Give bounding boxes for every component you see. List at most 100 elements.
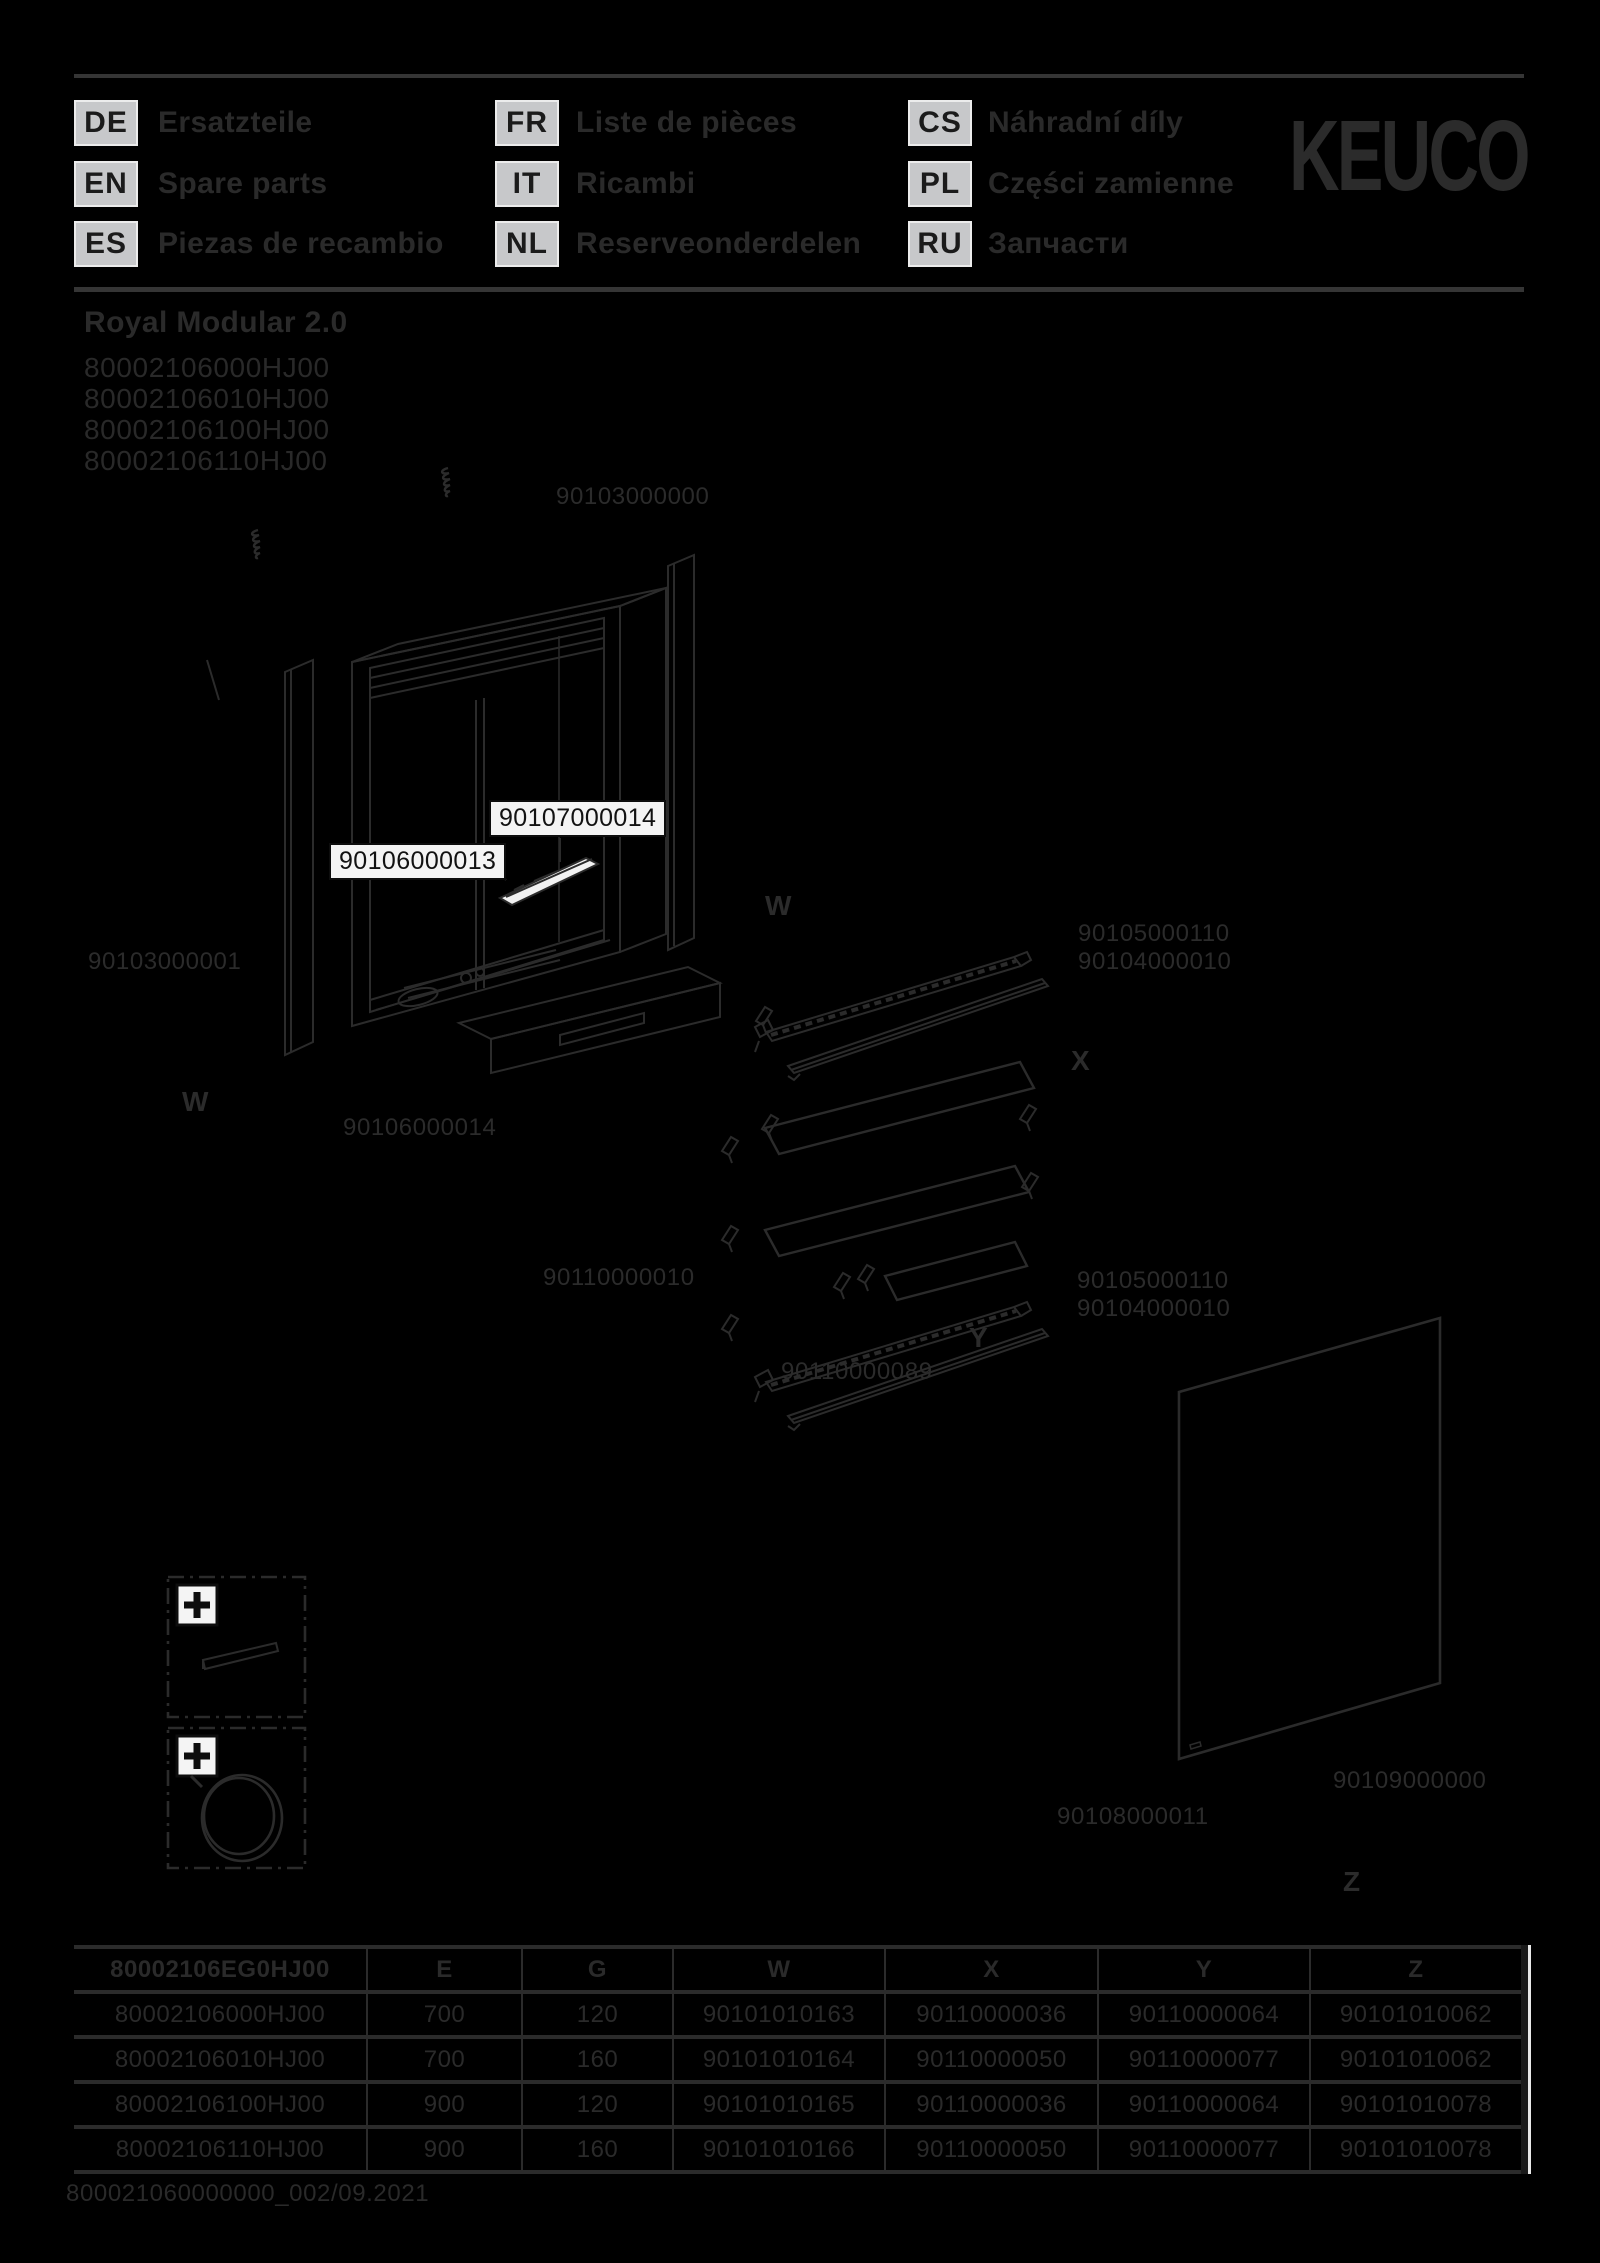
lang-chip-de: DE: [74, 100, 138, 146]
lang-code: EN: [84, 167, 128, 200]
col-header-z: Z: [1309, 1945, 1521, 1994]
shelf-clip-icon: [721, 1225, 739, 1253]
mirror-panel: [1177, 1316, 1442, 1761]
table-cell: 90110000064: [1097, 1990, 1311, 2039]
accessory-box-led-strip: [166, 1575, 307, 1719]
header-top-rule: [74, 74, 1524, 78]
lang-chip-en: EN: [74, 161, 138, 207]
lang-code: NL: [506, 227, 548, 260]
table-cell: 90110000050: [884, 2125, 1099, 2174]
col-header-e: E: [366, 1945, 523, 1994]
part-label: 90104000010: [1078, 948, 1232, 975]
table-header-row: 80002106EG0HJ00 E G W X Y Z: [74, 1945, 1521, 1994]
lang-code: FR: [506, 106, 548, 139]
plus-icon: [175, 1583, 219, 1627]
variant-number: 80002106100HJ00: [84, 414, 330, 445]
shelf-clip-icon: [833, 1272, 851, 1300]
table-cell: 90110000064: [1097, 2080, 1311, 2129]
lang-code: IT: [512, 167, 542, 200]
part-label: 90104000010: [1077, 1295, 1231, 1322]
table-cell: 80002106100HJ00: [74, 2080, 368, 2129]
keuco-logo-text: KEUCO: [1289, 101, 1528, 212]
table-row: 80002106010HJ00 700 160 90101010164 9011…: [74, 2035, 1521, 2084]
page-title: Royal Modular 2.0: [84, 306, 348, 339]
lang-code: PL: [919, 167, 961, 200]
part-label: 90103000000: [556, 483, 710, 510]
lang-label-nl: Reserveonderdelen: [576, 227, 862, 260]
part-label: 90108000011: [1057, 1803, 1209, 1830]
shelf-clip-icon: [857, 1264, 875, 1292]
model-prefix: 80002106: [110, 1955, 221, 1983]
col-header-w: W: [672, 1945, 886, 1994]
plus-icon: [175, 1734, 219, 1778]
lang-label-cs: Náhradní díly: [988, 106, 1184, 139]
table-cell: 900: [366, 2125, 523, 2174]
table-right-bar: [1521, 1945, 1528, 2174]
table-right-bar-highlight: [1528, 1945, 1531, 2174]
shelf-clip-icon: [1019, 1104, 1037, 1132]
lang-label-ru: Запчасти: [988, 227, 1129, 260]
header-bottom-rule: [74, 287, 1524, 292]
table-cell: 120: [521, 1990, 674, 2039]
table-cell: 90101010062: [1309, 1990, 1521, 2039]
lang-label-it: Ricambi: [576, 167, 696, 200]
lang-chip-cs: CS: [908, 100, 972, 146]
shelf-clip-icon: [755, 1006, 773, 1034]
table-row: 80002106100HJ00 900 120 90101010165 9011…: [74, 2080, 1521, 2129]
lang-chip-pl: PL: [908, 161, 972, 207]
part-label: 90110000010: [543, 1264, 695, 1291]
screw-icon: [440, 466, 452, 498]
lang-chip-it: IT: [495, 161, 559, 207]
part-label: 90110000089: [781, 1358, 933, 1385]
table-cell: 90101010163: [672, 1990, 886, 2039]
model-suffix: 0HJ00: [256, 1955, 330, 1983]
shelf-clip-icon: [1021, 1172, 1039, 1200]
lang-label-pl: Części zamienne: [988, 167, 1235, 200]
keuco-logo: KEUCO: [1289, 101, 1531, 212]
axis-letter-z: Z: [1343, 1866, 1361, 1897]
lang-code: DE: [84, 106, 128, 139]
table-row: 80002106110HJ00 900 160 90101010166 9011…: [74, 2125, 1521, 2174]
table-cell: 120: [521, 2080, 674, 2129]
part-label: 90105000110: [1078, 920, 1230, 947]
table-cell: 90101010062: [1309, 2035, 1521, 2084]
accessory-box-cable: [166, 1726, 307, 1870]
part-label-boxed: 90106000013: [329, 843, 507, 880]
col-header-g: G: [521, 1945, 674, 1994]
table-cell: 80002106010HJ00: [74, 2035, 368, 2084]
part-label: 90103000001: [88, 948, 242, 975]
variant-number: 80002106000HJ00: [84, 352, 330, 383]
table-cell: 160: [521, 2035, 674, 2084]
table-cell: 700: [366, 1990, 523, 2039]
lang-label-fr: Liste de pièces: [576, 106, 798, 139]
variant-number: 80002106110HJ00: [84, 445, 328, 476]
part-label-boxed: 90107000014: [489, 800, 667, 837]
axis-letter-w: W: [765, 890, 792, 921]
left-side-panel: [206, 658, 314, 1057]
lang-chip-es: ES: [74, 221, 138, 267]
screw-icon: [250, 528, 262, 560]
col-header-x: X: [884, 1945, 1099, 1994]
bottom-light-panel: [456, 965, 723, 1075]
lang-label-de: Ersatzteile: [158, 106, 313, 139]
led-driver-part: [493, 838, 601, 907]
lang-code: CS: [918, 106, 962, 139]
parts-table: 80002106EG0HJ00 E G W X Y Z 80002106000H…: [74, 1945, 1521, 2174]
cabinet-body: [351, 586, 667, 1028]
table-cell: 160: [521, 2125, 674, 2174]
table-cell: 90110000077: [1097, 2125, 1311, 2174]
lang-label-en: Spare parts: [158, 167, 328, 200]
shelf-clip-icon: [721, 1314, 739, 1342]
axis-letter-w: W: [182, 1086, 209, 1117]
table-cell: 90101010165: [672, 2080, 886, 2129]
axis-letter-y: Y: [969, 1322, 988, 1353]
table-cell: 700: [366, 2035, 523, 2084]
table-cell: 90101010166: [672, 2125, 886, 2174]
shelf-clips: [721, 1006, 1039, 1342]
document-number: 800021060000000_002/09.2021: [66, 2180, 430, 2207]
table-cell: 90110000036: [884, 1990, 1099, 2039]
table-cell: 80002106000HJ00: [74, 1990, 368, 2039]
variant-number: 80002106010HJ00: [84, 383, 330, 414]
